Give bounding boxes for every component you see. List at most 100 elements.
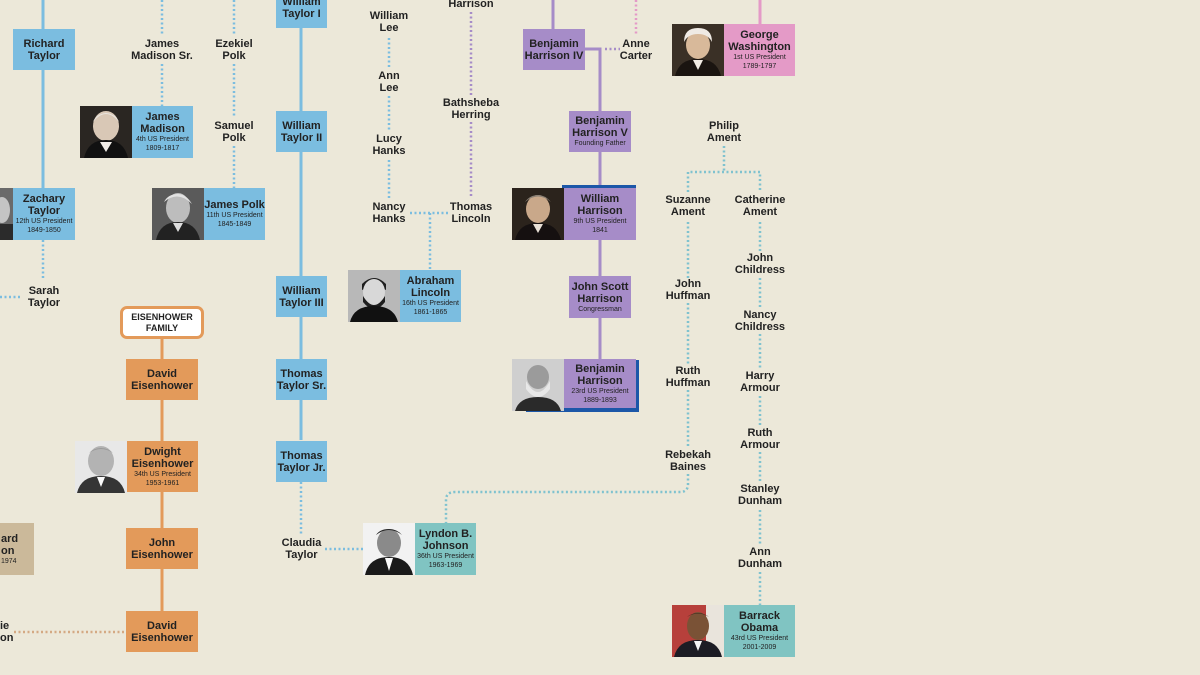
highlight-bar xyxy=(635,360,639,412)
person-name: ie on xyxy=(0,619,14,645)
person-name: Ann Lee xyxy=(378,69,400,95)
person-box-david-eisenhower: David Eisenhower xyxy=(126,359,198,400)
person-name: William Lee xyxy=(369,9,409,35)
person-name: Suzanne Ament xyxy=(665,193,711,219)
person-name: Benjamin Harrison IV xyxy=(524,37,584,62)
person-years: 1841 xyxy=(592,227,608,234)
person-bathsheba-herring: Bathsheba Herring xyxy=(438,95,504,123)
person-name: Catherine Ament xyxy=(734,193,786,219)
person-stanley-dunham: Stanley Dunham xyxy=(730,481,790,509)
person-name: David Eisenhower xyxy=(131,619,193,644)
james-madison-portrait xyxy=(80,106,132,158)
person-name: Thomas Taylor Jr. xyxy=(277,449,326,474)
person-years: 1963-1969 xyxy=(428,562,463,569)
person-name: David Eisenhower xyxy=(131,367,193,392)
william-harrison-portrait xyxy=(512,188,564,240)
highlight-bar xyxy=(562,185,636,189)
person-name: Harrison xyxy=(448,0,494,10)
person-box-john-eisenhower: John Eisenhower xyxy=(126,528,198,569)
person-name: Thomas Lincoln xyxy=(449,200,493,226)
person-box-richard-taylor: Richard Taylor xyxy=(13,29,75,70)
person-name: Rebekah Baines xyxy=(665,448,711,474)
person-claudia-taylor: Claudia Taylor xyxy=(276,535,327,563)
person-ezekiel-polk: Ezekiel Polk xyxy=(209,36,259,64)
person-name: Zachary Taylor xyxy=(22,193,66,217)
person-name: Lucy Hanks xyxy=(372,132,406,158)
person-name: Ann Dunham xyxy=(738,545,782,571)
person-years: 1953-1961 xyxy=(145,479,180,487)
person-name: John Childress xyxy=(734,251,786,277)
person-years: 1789-1797 xyxy=(742,63,777,70)
person-name: James Polk xyxy=(204,199,265,211)
person-title: 4th US President xyxy=(136,136,189,143)
person-name: Abraham Lincoln xyxy=(406,275,455,299)
person-box-thomas-taylor-sr: Thomas Taylor Sr. xyxy=(276,359,327,400)
eisenhower-family-label: EISENHOWER FAMILY xyxy=(120,306,204,339)
person-name: ard on xyxy=(1,532,19,557)
person-john-huffman: John Huffman xyxy=(660,276,716,304)
person-name: William Taylor I xyxy=(282,0,321,20)
person-nancy-childress: Nancy Childress xyxy=(730,307,790,335)
person-name: Richard Taylor xyxy=(23,37,65,62)
person-name: James Madison xyxy=(140,111,185,135)
person-name: Ruth Armour xyxy=(740,426,780,452)
highlight-bar xyxy=(526,408,639,412)
person-name: Samuel Polk xyxy=(214,119,254,145)
person-name: John Scott Harrison xyxy=(571,280,629,305)
person-ruth-huffman: Ruth Huffman xyxy=(660,363,716,391)
person-title: 36th US President xyxy=(417,553,474,560)
person-years: 2001-2009 xyxy=(742,644,777,651)
person-name: Philip Ament xyxy=(706,119,742,145)
person-name: Thomas Taylor Sr. xyxy=(276,367,327,392)
person-title: Founding Father xyxy=(574,140,626,147)
george-washington-portrait xyxy=(672,24,724,76)
person-years: 1889-1893 xyxy=(583,396,617,404)
person-name: Lyndon B. Johnson xyxy=(418,528,473,552)
person-title: 43rd US President xyxy=(730,635,789,642)
person-william-lee: William Lee xyxy=(364,8,414,36)
person-title: 9th US President xyxy=(573,218,627,225)
person-name: Sarah Taylor xyxy=(27,284,61,310)
lyndon-johnson-portrait xyxy=(363,523,415,575)
person-name: James Madison Sr. xyxy=(131,37,193,63)
james-polk-portrait xyxy=(152,188,204,240)
person-years: 1849-1850 xyxy=(27,227,61,234)
person-john-childress: John Childress xyxy=(730,250,790,278)
person-box-william-taylor-ii: William Taylor II xyxy=(276,111,327,152)
person-ruth-armour: Ruth Armour xyxy=(730,425,790,453)
person-thomas-lincoln: Thomas Lincoln xyxy=(444,199,498,227)
person-box-benjamin-harrison-iv: Benjamin Harrison IV xyxy=(523,29,585,70)
benjamin-harrison-portrait xyxy=(512,359,564,411)
person-name: Nancy Hanks xyxy=(372,200,406,226)
person-name: Benjamin Harrison V xyxy=(572,115,628,139)
person-partial-left: ie on xyxy=(0,618,14,646)
person-name: William Harrison xyxy=(577,193,623,217)
zachary-taylor-portrait xyxy=(0,188,13,240)
person-name: Barrack Obama xyxy=(739,610,780,634)
person-title: 34th US President xyxy=(134,470,191,478)
person-name: Stanley Dunham xyxy=(738,482,782,508)
person-sarah-taylor: Sarah Taylor xyxy=(18,283,70,311)
person-box-william-taylor-iii: William Taylor III xyxy=(276,276,327,317)
person-name: Dwight Eisenhower xyxy=(131,445,194,470)
person-box-thomas-taylor-jr: Thomas Taylor Jr. xyxy=(276,441,327,482)
person-name: Claudia Taylor xyxy=(281,536,322,562)
person-title: 23rd US President xyxy=(571,387,629,395)
person-name: William Taylor II xyxy=(280,119,323,144)
person-rebekah-baines: Rebekah Baines xyxy=(658,447,718,475)
person-name: Bathsheba Herring xyxy=(442,96,500,122)
person-years: 1974 xyxy=(1,557,17,565)
person-name: John Huffman xyxy=(665,277,711,303)
